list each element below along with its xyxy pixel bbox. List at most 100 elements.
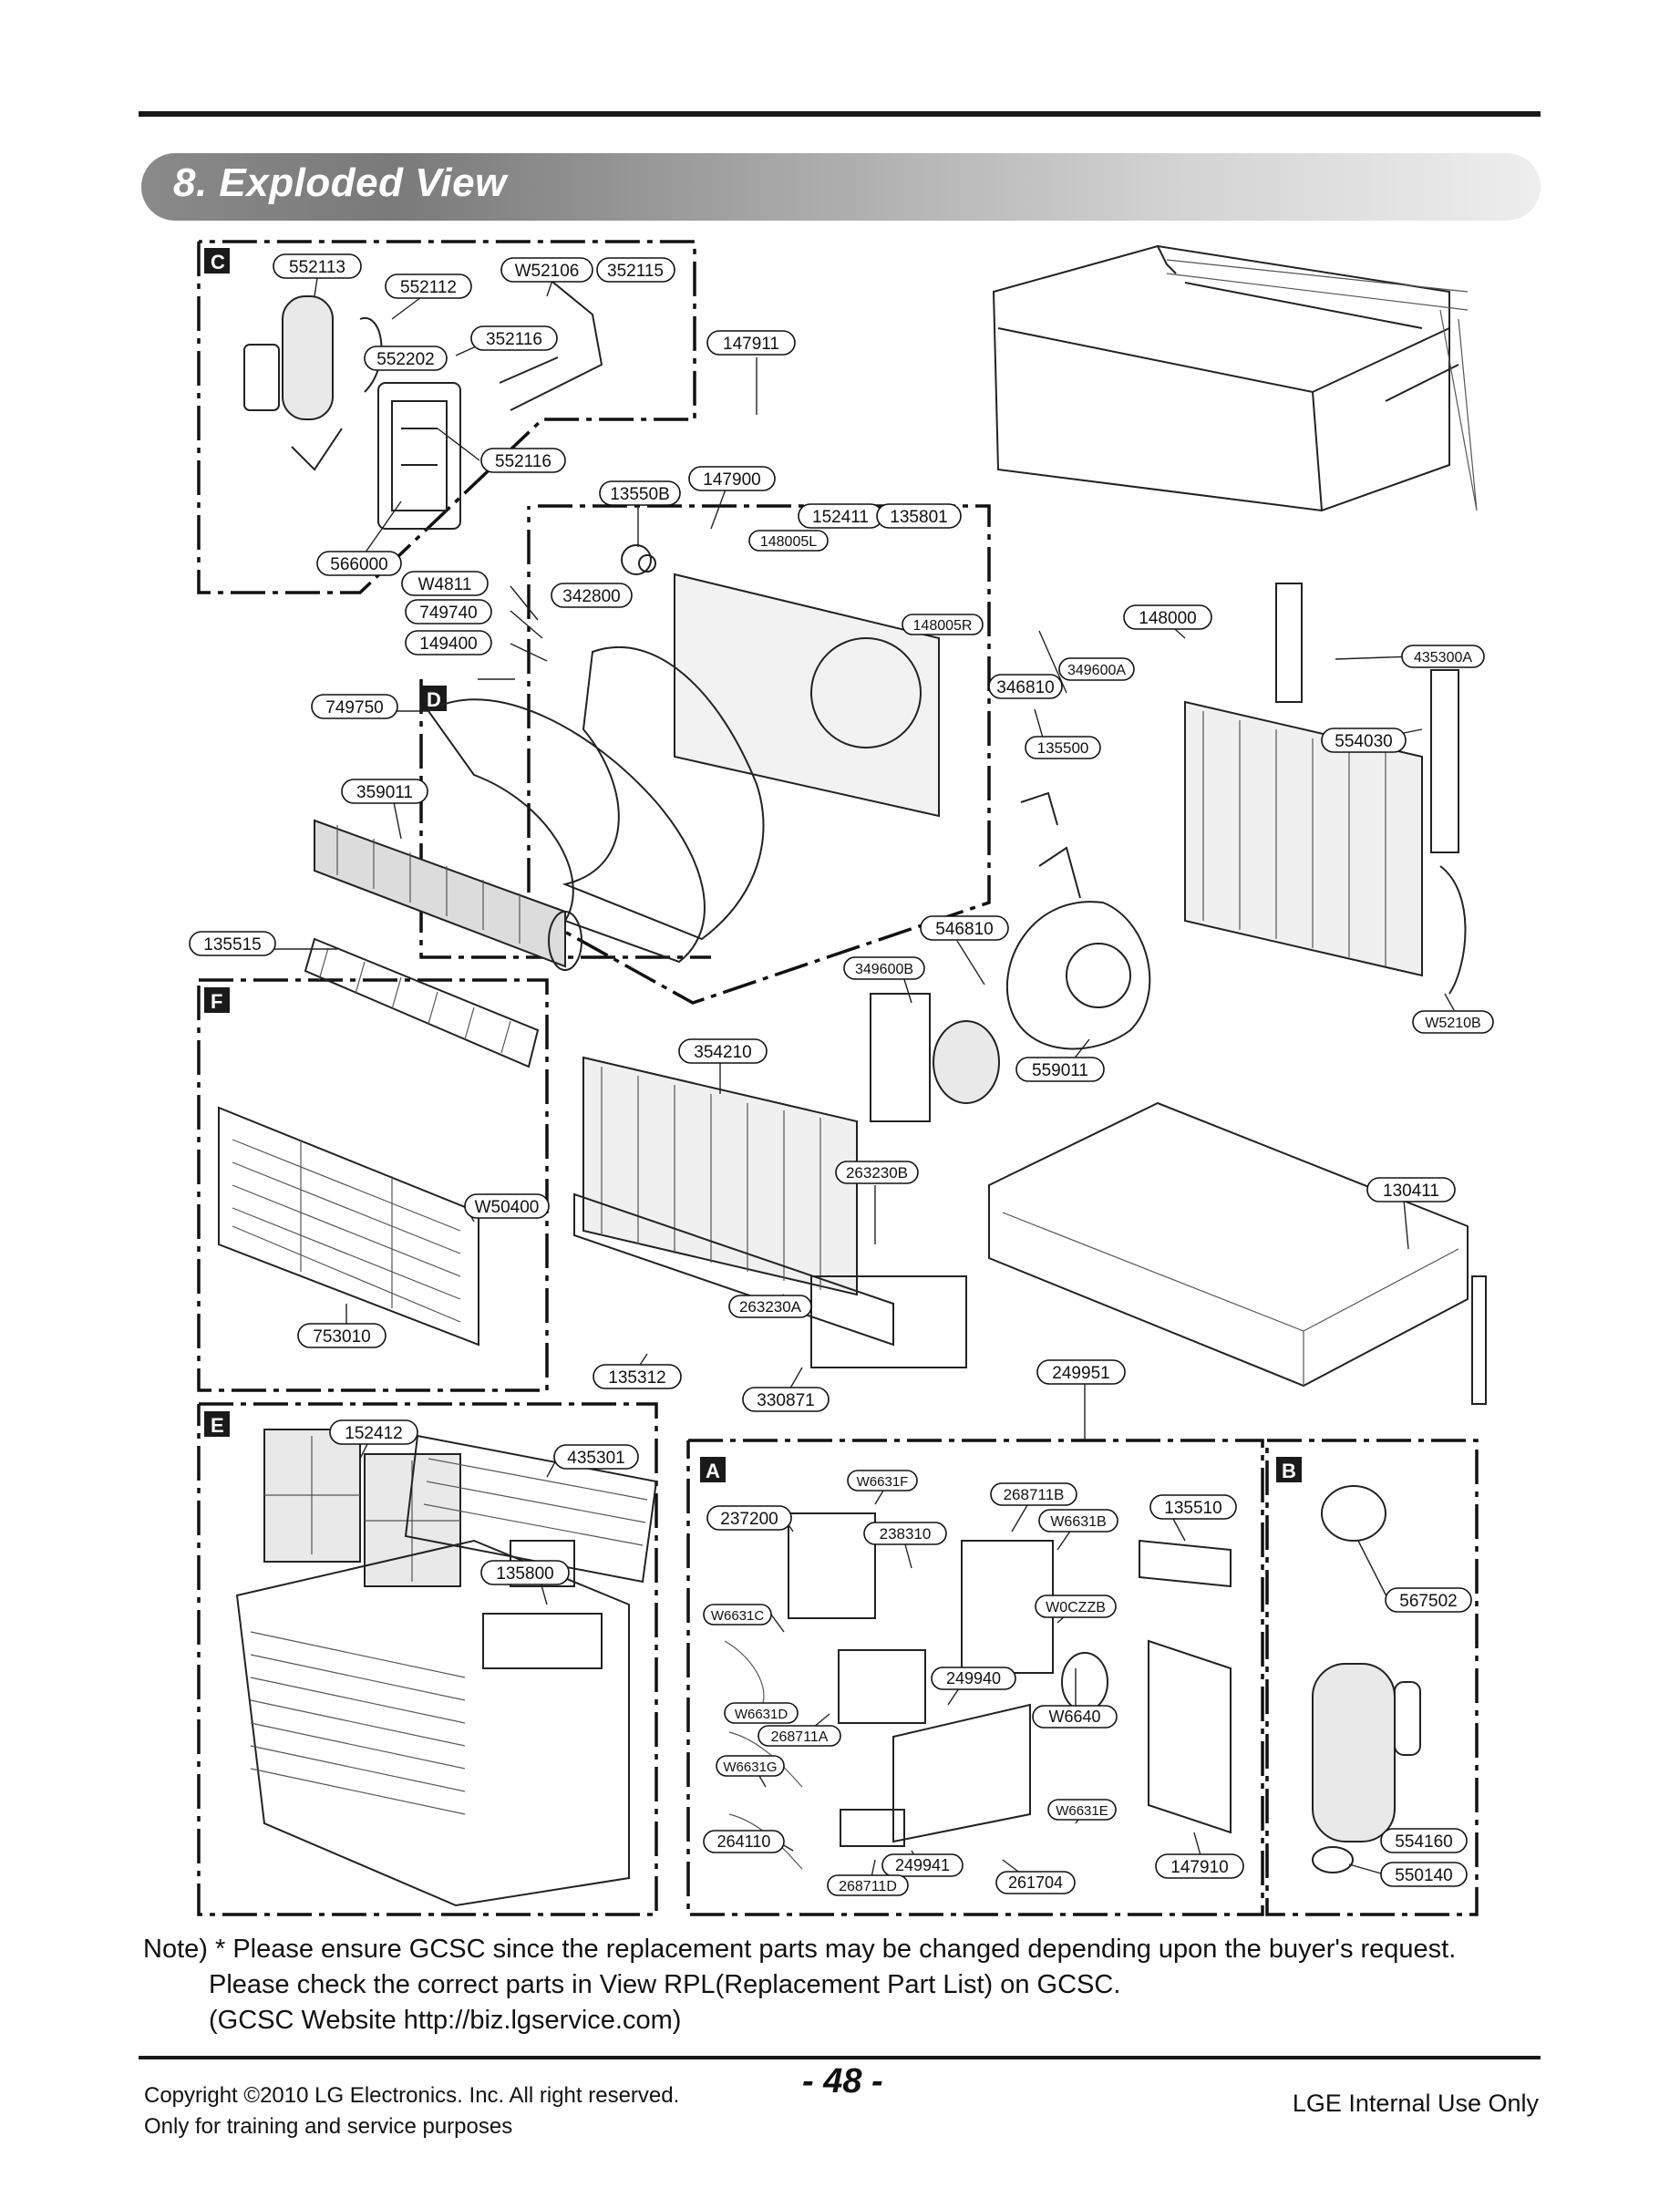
svg-text:135500: 135500 [1037,739,1089,757]
svg-text:352116: 352116 [486,330,542,349]
svg-text:W6640: W6640 [1048,1708,1100,1726]
callout-354210: 354210 [678,1038,768,1064]
svg-text:130411: 130411 [1383,1182,1439,1201]
callout-268711B: 268711B [990,1482,1077,1506]
section-label-b: B [1276,1457,1302,1482]
part-drawings [218,244,1487,1907]
svg-text:546810: 546810 [935,920,993,939]
callout-346810: 346810 [988,674,1063,699]
callout-342800: 342800 [551,583,633,608]
section-label-d: D [421,686,447,711]
callout-W6631E: W6631E [1047,1799,1117,1821]
callout-554160: 554160 [1380,1828,1468,1853]
svg-text:W5210B: W5210B [1425,1016,1480,1031]
svg-text:749740: 749740 [419,604,477,623]
svg-text:238310: 238310 [880,1525,932,1543]
internal-use-label: LGE Internal Use Only [1292,2090,1539,2117]
callout-552113: 552113 [273,253,362,279]
svg-text:249951: 249951 [1052,1364,1109,1383]
svg-text:359011: 359011 [356,783,413,802]
section-title: 8. Exploded View [173,160,507,205]
callout-268711A: 268711A [758,1725,841,1747]
section-label-a: A [700,1457,726,1482]
callout-148005L: 148005L [748,530,829,552]
svg-text:W50400: W50400 [475,1198,540,1217]
callout-148005R: 148005R [902,614,984,635]
callout-554030: 554030 [1321,728,1407,753]
section-title-band [141,153,1541,221]
svg-text:W6631E: W6631E [1056,1803,1108,1819]
callout-263230B: 263230B [835,1161,919,1184]
callout-237200: 237200 [706,1505,792,1531]
callout-135500: 135500 [1025,736,1101,759]
svg-text:550140: 550140 [1395,1866,1452,1885]
section-label-e: E [204,1411,230,1437]
callout-552116: 552116 [480,448,566,473]
svg-text:268711A: 268711A [771,1729,829,1745]
section-label-c: C [204,248,230,274]
svg-text:13550B: 13550B [610,485,670,504]
svg-text:152412: 152412 [345,1424,402,1443]
callout-130411: 130411 [1366,1177,1456,1202]
note-line-3: (GCSC Website http://biz.lgservice.com) [209,2006,682,2035]
callout-135515: 135515 [189,931,276,956]
callout-552112: 552112 [385,274,472,299]
bottom-rule [139,2056,1541,2059]
svg-text:152411: 152411 [812,508,869,527]
callout-359011: 359011 [341,779,428,804]
svg-text:135801: 135801 [890,508,947,527]
svg-text:268711B: 268711B [1004,1486,1065,1503]
note-line-1: Note) * Please ensure GCSC since the rep… [143,1935,1457,1964]
svg-text:F: F [211,990,222,1013]
callout-147910: 147910 [1155,1853,1244,1879]
svg-text:552116: 552116 [495,452,551,471]
svg-text:349600B: 349600B [855,962,913,977]
svg-text:147900: 147900 [703,470,760,490]
callout-W6631B: W6631B [1038,1509,1118,1533]
callout-352116: 352116 [470,325,558,351]
callout-W4811: W4811 [401,571,489,596]
callout-349600B: 349600B [843,956,925,980]
svg-text:552112: 552112 [400,278,457,297]
svg-text:753010: 753010 [313,1327,370,1347]
callout-349600A: 349600A [1058,657,1135,681]
replacement-note: Note) * Please ensure GCSC since the rep… [143,1932,1456,2038]
callout-W52106: W52106 [500,257,593,283]
callout-567502: 567502 [1385,1587,1472,1613]
note-line-2: Please check the correct parts in View R… [209,1970,1121,1999]
svg-text:559011: 559011 [1032,1061,1088,1080]
callout-W0CZZB: W0CZZB [1035,1595,1117,1618]
svg-text:554030: 554030 [1335,732,1392,751]
callout-W6631D: W6631D [724,1702,799,1724]
svg-text:349600A: 349600A [1067,663,1126,678]
svg-text:W6631G: W6631G [723,1760,777,1775]
callout-261704: 261704 [995,1871,1076,1894]
svg-text:A: A [706,1460,720,1482]
svg-text:135312: 135312 [608,1368,665,1388]
svg-text:C: C [211,251,225,274]
section-boundaries [197,240,1479,1916]
callout-135800: 135800 [480,1560,570,1585]
svg-text:566000: 566000 [330,555,387,574]
callout-330871: 330871 [742,1387,830,1412]
svg-text:263230A: 263230A [739,1298,802,1316]
page-number: - 48 - [802,2062,883,2100]
svg-text:148000: 148000 [1139,609,1196,628]
svg-text:W52106: W52106 [515,262,580,281]
callout-749740: 749740 [405,599,492,624]
callout-749750: 749750 [311,694,398,719]
section-label-f: F [204,987,230,1013]
callout-135510: 135510 [1149,1494,1237,1520]
callout-352115: 352115 [596,257,675,283]
callout-147900: 147900 [688,466,776,491]
callout-753010: 753010 [297,1323,387,1348]
svg-text:135800: 135800 [496,1564,553,1584]
svg-text:346810: 346810 [996,678,1054,697]
callout-263230A: 263230A [728,1295,812,1318]
svg-text:552113: 552113 [289,258,345,277]
callout-13550B: 13550B [599,480,681,506]
callout-264110: 264110 [703,1830,785,1853]
callout-249940: 249940 [931,1667,1016,1690]
callout-148000: 148000 [1123,604,1212,630]
svg-text:148005L: 148005L [760,534,817,550]
